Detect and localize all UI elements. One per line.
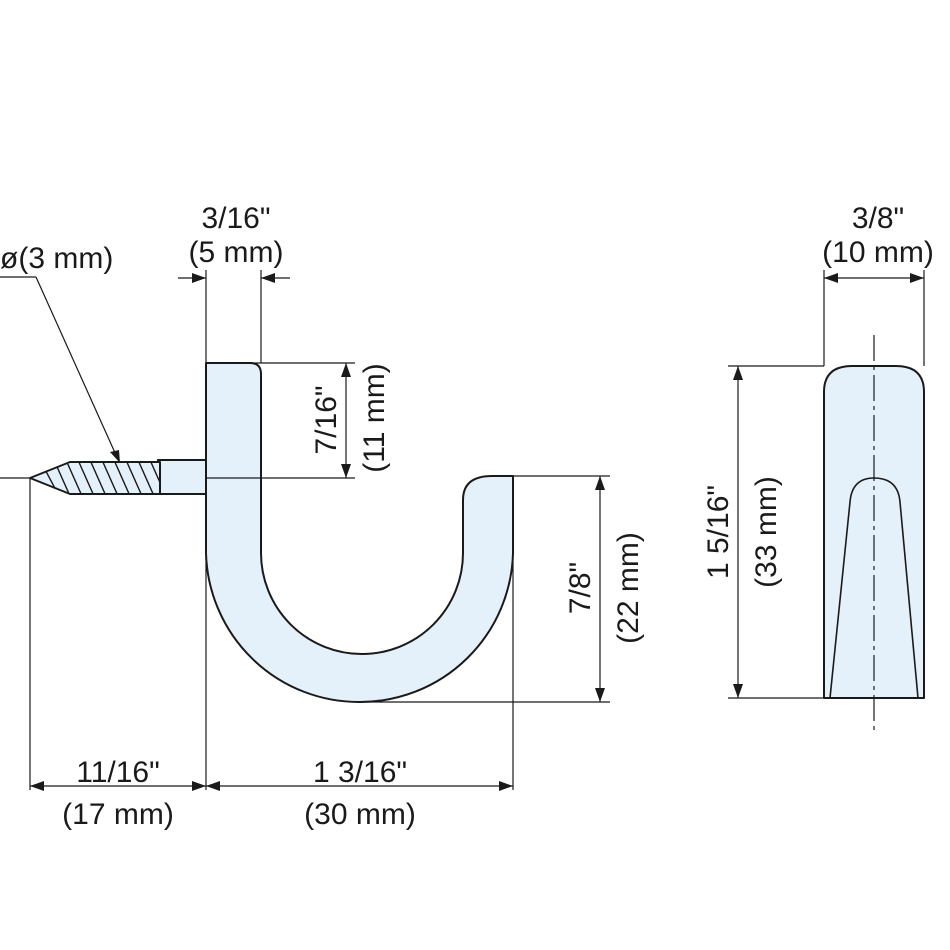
screw-offset-mm-label: (11 mm): [358, 363, 391, 472]
plate-thickness-mm-label: (5 mm): [189, 236, 284, 269]
hook-depth-mm-label: (22 mm): [612, 532, 645, 644]
screw-diameter-label: ø(3 mm): [0, 242, 113, 275]
hook-width-in-label: 1 3/16": [313, 756, 407, 789]
dimension-lines: [0, 270, 925, 791]
side-height-in-label: 1 5/16": [702, 485, 735, 579]
hook-body: [205, 362, 514, 704]
screw-length-in-label: 11/16": [76, 756, 160, 789]
side-height-mm-label: (33 mm): [750, 476, 783, 588]
side-width-in-label: 3/8": [852, 202, 904, 235]
side-body: [823, 365, 925, 699]
screw-shank: [157, 459, 207, 495]
dimension-labels: ø(3 mm) 3/16" (5 mm) 7/16" (11 mm) 7/8" …: [0, 202, 934, 831]
hook-front-view: [29, 362, 514, 704]
screw-length-mm-label: (17 mm): [62, 798, 174, 831]
side-width-mm-label: (10 mm): [822, 236, 934, 269]
hook-side-view: [823, 335, 925, 730]
hook-width-mm-label: (30 mm): [304, 798, 416, 831]
plate-thickness-in-label: 3/16": [201, 202, 270, 235]
screw-thread-body: [29, 461, 161, 495]
screw-offset-in-label: 7/16": [310, 385, 343, 454]
hook-depth-in-label: 7/8": [564, 562, 597, 614]
